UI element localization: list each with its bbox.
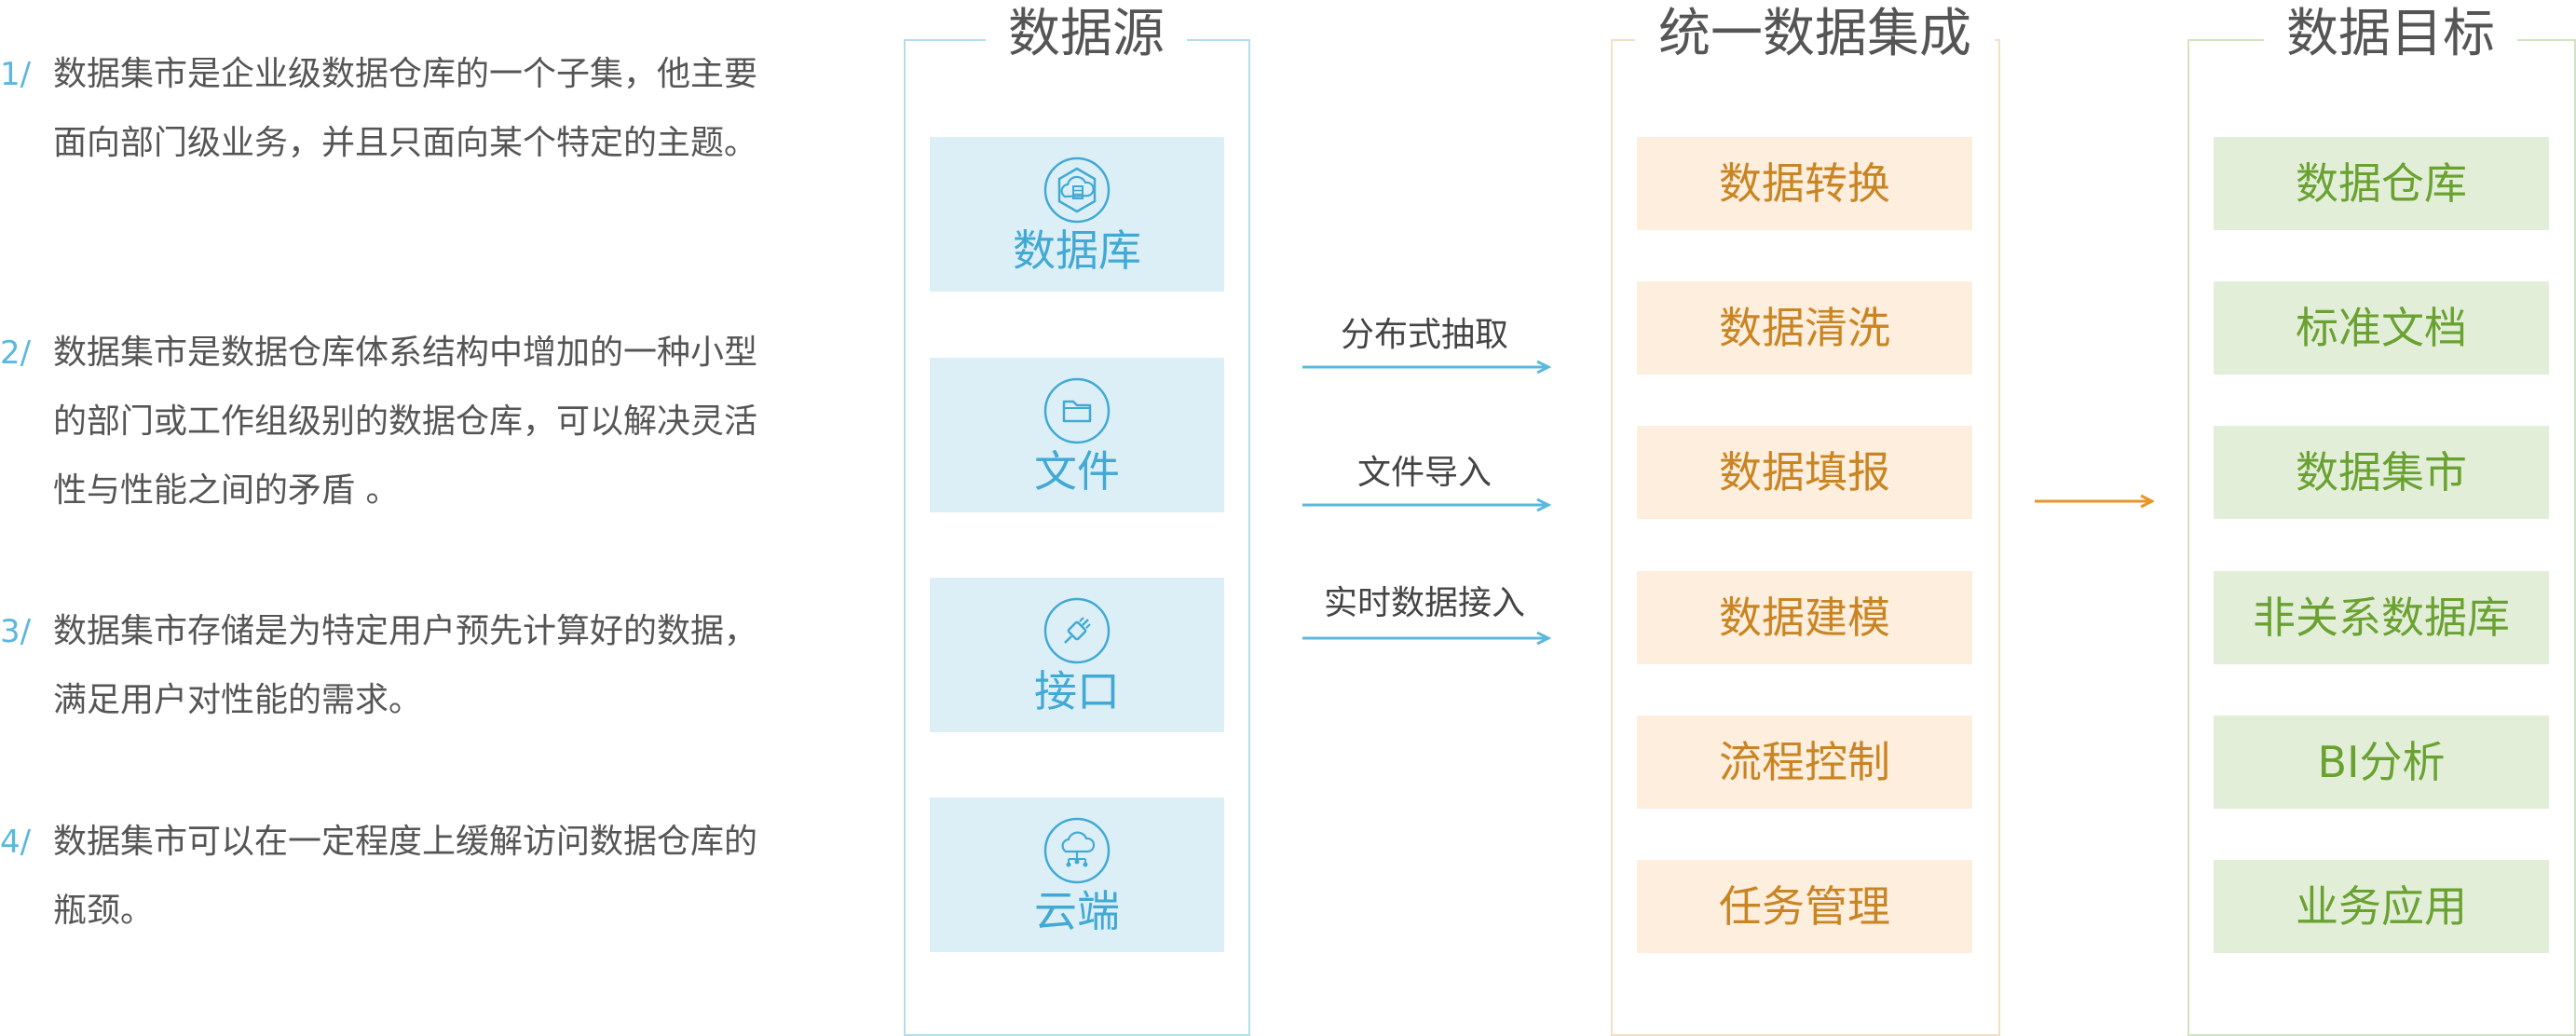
integration-item: 数据清洗	[1637, 281, 1972, 375]
target-item: 非关系数据库	[2214, 571, 2549, 664]
integration-item: 数据建模	[1637, 571, 1972, 664]
flow-arrow	[1302, 360, 1552, 375]
flow-label-file-import: 文件导入	[1356, 454, 1492, 492]
source-item-file: 文件	[930, 358, 1224, 512]
cloud-network-icon	[1043, 817, 1111, 884]
note-text: 数据集市是数据仓库体系结构中增加的一种小型的部门或工作组级别的数据仓库，可以解决…	[53, 334, 758, 510]
note-number: 4/	[0, 824, 32, 861]
source-item-label: 接口	[1034, 666, 1120, 716]
note-text: 数据集市可以在一定程度上缓解访问数据仓库的瓶颈。	[53, 823, 758, 930]
target-item: 标准文档	[2214, 281, 2549, 375]
target-item: 业务应用	[2214, 860, 2549, 953]
integration-panel-title: 统一数据集成	[1635, 2, 1995, 67]
note-number: 2/	[0, 334, 32, 372]
note-number: 1/	[0, 56, 32, 93]
cloud-database-icon	[1043, 157, 1111, 224]
source-item-cloud: 云端	[930, 797, 1224, 952]
integration-item: 任务管理	[1637, 860, 1972, 953]
target-item: 数据集市	[2214, 426, 2549, 519]
source-item-interface: 接口	[930, 578, 1224, 732]
flow-label-realtime-access: 实时数据接入	[1323, 584, 1525, 622]
plug-icon	[1043, 597, 1111, 664]
source-item-label: 数据库	[1013, 225, 1141, 276]
folder-icon	[1043, 377, 1111, 444]
output-arrow	[2035, 494, 2154, 509]
integration-item: 数据转换	[1637, 137, 1972, 230]
source-item-label: 文件	[1034, 446, 1120, 497]
integration-item: 数据填报	[1637, 426, 1972, 519]
target-panel-title: 数据目标	[2264, 2, 2517, 67]
target-item: BI分析	[2214, 716, 2549, 809]
source-item-database: 数据库	[930, 137, 1224, 292]
flow-arrow	[1302, 631, 1552, 646]
note-text: 数据集市存储是为特定用户预先计算好的数据，满足用户对性能的需求。	[53, 612, 758, 719]
integration-item: 流程控制	[1637, 716, 1972, 809]
target-item: 数据仓库	[2214, 137, 2549, 230]
note-text: 数据集市是企业级数据仓库的一个子集，他主要面向部门级业务，并且只面向某个特定的主…	[53, 55, 758, 162]
source-panel-title: 数据源	[986, 2, 1187, 67]
source-item-label: 云端	[1034, 886, 1120, 936]
flow-arrow	[1302, 498, 1552, 512]
flow-label-distributed-extract: 分布式抽取	[1340, 316, 1508, 354]
note-number: 3/	[0, 613, 32, 650]
